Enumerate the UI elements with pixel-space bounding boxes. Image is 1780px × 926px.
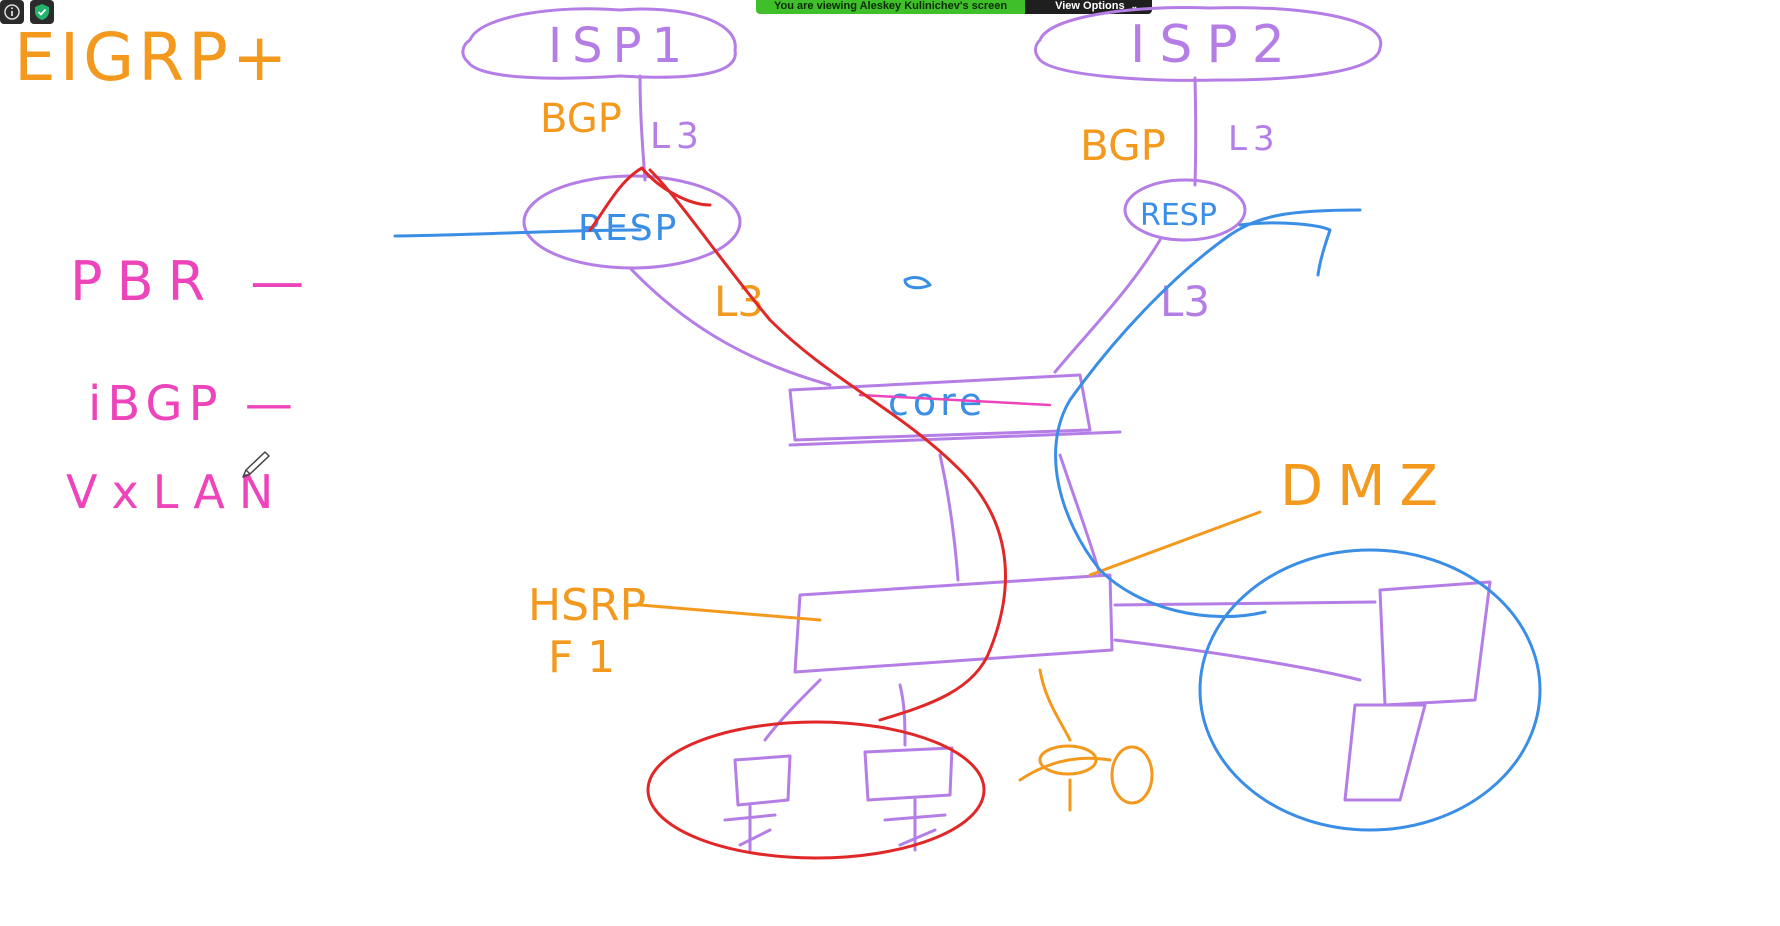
l3-left-label: L3 <box>650 116 705 157</box>
resp-right-router <box>1123 178 1247 242</box>
core-label: core <box>888 380 986 424</box>
blue-path-right <box>1054 208 1362 619</box>
l3-right-label: L3 <box>1228 119 1281 159</box>
dmz-pointer <box>1088 510 1262 577</box>
pencil-cursor-icon <box>242 451 270 478</box>
isp2-link <box>1193 76 1198 187</box>
dmz-zone-circle <box>1198 548 1542 832</box>
screen-share-toolbar: You are viewing Aleskey Kulinichev's scr… <box>756 0 1153 14</box>
info-icon <box>4 4 20 20</box>
dmz-label: DMZ <box>1280 454 1452 519</box>
isp1-cloud <box>461 7 737 80</box>
endpoint-1 <box>723 803 777 852</box>
core-underline <box>788 430 1122 447</box>
blue-path-left <box>393 228 642 238</box>
isp2-label: ISP2 <box>1130 15 1299 75</box>
blue-path-hook <box>1238 221 1332 277</box>
l3-mid-right-label: L3 <box>1160 277 1210 326</box>
f1-label: F1 <box>548 632 629 683</box>
chevron-down-icon: ⌄ <box>1130 1 1139 11</box>
view-options-label: View Options <box>1055 0 1125 12</box>
link-dist-dmz-bottom <box>1113 638 1362 682</box>
note-ibgp: iBGP — <box>88 376 299 432</box>
distribution-switch <box>793 573 1114 674</box>
hsrp-label: HSRP <box>528 580 646 631</box>
orange-device-link <box>1038 668 1072 742</box>
orange-device-2 <box>1110 745 1154 805</box>
link-resp-right-core <box>1053 238 1162 374</box>
orange-device-1 <box>1038 744 1098 776</box>
isp1-label: ISP1 <box>548 18 692 74</box>
resp-right-label: RESP <box>1140 198 1217 233</box>
link-core-dist-left <box>938 453 960 582</box>
core-strike <box>858 393 1052 407</box>
note-vxlan: VxLAN <box>66 465 287 519</box>
viewing-screen-banner: You are viewing Aleskey Kulinichev's scr… <box>756 0 1026 14</box>
isp1-link <box>638 74 647 182</box>
orange-device-lines <box>1018 756 1112 812</box>
whiteboard-title: EIGRP+ <box>14 19 291 96</box>
bgp-left-label: BGP <box>540 96 622 142</box>
link-dist-access-right <box>898 683 907 747</box>
blue-dot <box>903 276 932 290</box>
hsrp-pointer <box>638 603 822 622</box>
link-dist-access-left <box>763 678 822 742</box>
note-pbr: PBR — <box>70 250 318 313</box>
link-core-dist-right <box>1058 453 1102 577</box>
encryption-status-button[interactable] <box>30 0 54 24</box>
red-traffic-path <box>588 166 1007 722</box>
access-switch-1 <box>733 754 792 807</box>
dmz-server-2 <box>1343 703 1427 802</box>
meeting-info-button[interactable] <box>0 0 24 24</box>
bgp-right-label: BGP <box>1080 121 1166 170</box>
access-switch-2 <box>863 746 954 802</box>
endpoint-2 <box>883 798 947 852</box>
isp2-cloud <box>1034 6 1383 82</box>
shield-check-icon <box>35 4 49 20</box>
resp-left-label: RESP <box>578 208 678 249</box>
dmz-server-1 <box>1378 580 1492 707</box>
link-resp-left-core <box>628 266 832 387</box>
access-zone-circle <box>646 720 986 860</box>
core-switch <box>788 373 1092 442</box>
